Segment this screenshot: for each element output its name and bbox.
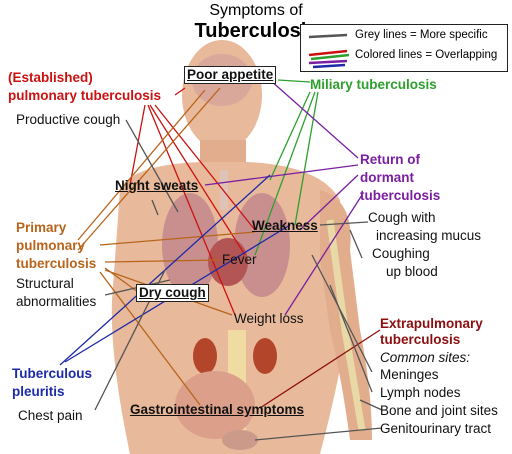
orange-line-appetite xyxy=(77,89,206,241)
symptom-weakness: Weakness xyxy=(252,218,318,233)
legend-blue-swatch xyxy=(312,63,346,69)
symptom-cough-mucus-1: Cough with xyxy=(368,210,436,225)
symptom-gastrointestinal: Gastrointestinal symptoms xyxy=(130,402,305,417)
site-lymph-nodes: Lymph nodes xyxy=(380,385,461,400)
trachea-shape xyxy=(220,170,228,210)
miliary-label: Miliary tuberculosis xyxy=(310,77,437,92)
red-line-weakness xyxy=(154,104,256,231)
left-lung xyxy=(162,193,218,297)
purple-line-weakness xyxy=(299,174,359,231)
right-lung xyxy=(234,193,290,297)
symptom-cough-mucus-2: increasing mucus xyxy=(376,228,482,243)
return-label-2: dormant xyxy=(360,170,414,185)
symptom-fever: Fever xyxy=(222,252,257,267)
symptom-night-sweats: Night sweats xyxy=(115,178,199,193)
orange-line-fever xyxy=(104,259,223,263)
return-label-3: tuberculosis xyxy=(360,188,441,203)
established-label-2: pulmonary tuberculosis xyxy=(8,88,162,103)
legend-grey-label: Grey lines = More specific xyxy=(355,29,488,41)
legend-grey-swatch xyxy=(308,33,348,39)
symptom-structural-2: abnormalities xyxy=(16,294,97,309)
symptom-weight-loss: Weight loss xyxy=(234,311,304,326)
primary-label-1: Primary xyxy=(16,220,67,235)
kidney-left xyxy=(193,338,217,374)
symptom-coughing-blood-1: Coughing xyxy=(372,246,430,261)
red-line-nightsweats xyxy=(129,104,146,186)
green-line-appetite xyxy=(277,79,311,83)
kidney-right xyxy=(253,338,277,374)
legend-swatches xyxy=(308,33,350,69)
green-line-fever xyxy=(254,91,316,256)
grey-line-cough-mucus xyxy=(319,221,369,226)
pleuritis-label-2: pleuritis xyxy=(12,384,65,399)
green-line-weakness xyxy=(294,91,319,226)
site-genitourinary: Genitourinary tract xyxy=(380,421,492,436)
green-line-nightsweats xyxy=(269,91,311,181)
intestine-shape xyxy=(175,371,255,439)
legend-red-swatch xyxy=(308,49,348,57)
grey-line-genito xyxy=(254,427,383,441)
grey-line-bone xyxy=(359,399,383,411)
extrapulmonary-label-2: tuberculosis xyxy=(380,332,461,347)
primary-label-2: pulmonary xyxy=(16,238,86,253)
return-label-1: Return of xyxy=(360,152,420,167)
extrapulmonary-label-1: Extrapulmonary xyxy=(380,316,483,331)
purple-line-nightsweats xyxy=(204,164,359,186)
legend-green-swatch xyxy=(310,53,350,61)
symptom-coughing-blood-2: up blood xyxy=(386,264,438,279)
purple-line-appetite xyxy=(269,79,359,159)
orange-line-gastro xyxy=(99,271,201,406)
grey-line-lymph xyxy=(329,284,373,393)
symptom-poor-appetite: Poor appetite xyxy=(184,66,277,84)
grey-line-productive-cough xyxy=(125,119,179,213)
orange-line-weakness xyxy=(99,231,256,246)
grey-line-night-sweats xyxy=(151,199,159,216)
red-line-appetite xyxy=(174,87,186,96)
symptom-chest-pain: Chest pain xyxy=(18,408,83,423)
arm-bone xyxy=(326,219,366,431)
pleuritis-label-1: Tuberculous xyxy=(12,366,93,381)
legend-box: Grey lines = More specific Colored lines… xyxy=(300,24,508,72)
red-line-fever xyxy=(149,104,246,256)
title-line-1: Symptoms of xyxy=(209,2,303,19)
site-meninges: Meninges xyxy=(380,367,439,382)
darkred-line-gastro xyxy=(259,329,381,409)
symptom-productive-cough: Productive cough xyxy=(16,112,121,127)
established-label-1: (Established) xyxy=(8,70,93,85)
title-line-2: Tuberculosis xyxy=(194,20,318,42)
grey-line-coughing-blood xyxy=(349,229,363,259)
grey-line-meninges xyxy=(311,254,373,373)
site-bone-joint: Bone and joint sites xyxy=(380,403,498,418)
orange-line-appetite2 xyxy=(77,87,221,251)
symptom-dry-cough: Dry cough xyxy=(136,284,209,302)
primary-label-3: tuberculosis xyxy=(16,256,97,271)
legend-purple-swatch xyxy=(308,59,348,65)
purple-line-weightloss xyxy=(284,194,363,316)
bladder-shape xyxy=(222,430,258,450)
symptom-structural-1: Structural xyxy=(16,276,74,291)
common-sites-heading: Common sites: xyxy=(380,350,471,365)
legend-colored-label: Colored lines = Overlapping xyxy=(355,49,498,61)
